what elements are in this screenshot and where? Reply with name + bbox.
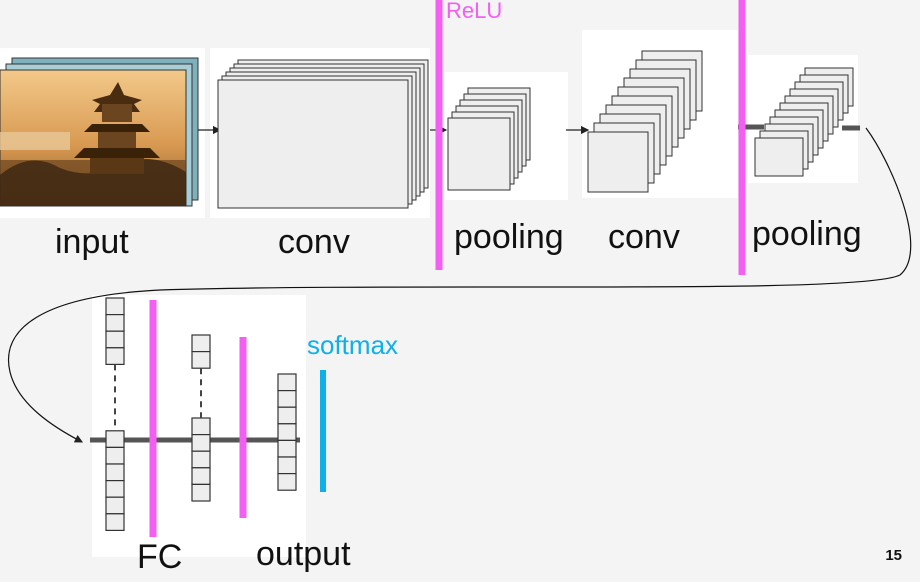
neuron-cell <box>277 406 297 425</box>
neuron-cell <box>191 483 211 502</box>
neuron-cell <box>105 496 125 515</box>
feature-map <box>217 79 409 209</box>
neuron-cell <box>105 480 125 498</box>
conv2-feature-maps <box>587 50 703 193</box>
neuron-cell <box>191 467 211 485</box>
neuron-cell <box>191 351 211 369</box>
neuron-cell <box>277 390 297 408</box>
neuron-cell <box>191 450 211 469</box>
feature-map <box>587 131 649 193</box>
conv1-label: conv <box>278 223 350 261</box>
neuron-cell <box>277 423 297 441</box>
neuron-cell <box>105 347 125 365</box>
neuron-cell <box>191 434 211 452</box>
fc-layers <box>90 297 300 531</box>
neuron-cell <box>105 330 125 349</box>
neuron-cell <box>277 373 297 392</box>
neuron-cell <box>191 334 211 353</box>
neuron-cell <box>105 513 125 531</box>
neuron-cell <box>105 446 125 465</box>
pooling1-label: pooling <box>454 218 564 256</box>
output-label: output <box>256 535 351 573</box>
pagoda-image <box>0 69 187 207</box>
neuron-cell <box>105 297 125 316</box>
neuron-cell <box>191 417 211 436</box>
page-number: 15 <box>885 547 902 564</box>
neuron-cell <box>105 463 125 482</box>
neuron-cell <box>277 439 297 458</box>
neuron-cell <box>277 473 297 491</box>
pooling2-label: pooling <box>752 215 862 253</box>
fc-column-2 <box>191 334 211 502</box>
relu-label: ReLU <box>446 0 503 23</box>
fc-column-1 <box>105 297 125 531</box>
input-label: input <box>55 223 129 261</box>
feature-map <box>447 117 511 191</box>
neuron-cell <box>105 314 125 332</box>
conv1-feature-maps <box>217 59 429 209</box>
conv2-label: conv <box>608 218 680 256</box>
flow-curve-arrow <box>8 127 912 443</box>
neuron-cell <box>277 456 297 475</box>
softmax-label: softmax <box>307 330 399 360</box>
input-image-stack <box>0 57 199 207</box>
feature-map <box>754 137 804 177</box>
neuron-cell <box>105 430 125 448</box>
pooling1-feature-maps <box>447 87 531 191</box>
pooling2-feature-maps <box>754 67 854 177</box>
fc-label: FC <box>137 538 183 576</box>
output-column <box>277 373 297 491</box>
